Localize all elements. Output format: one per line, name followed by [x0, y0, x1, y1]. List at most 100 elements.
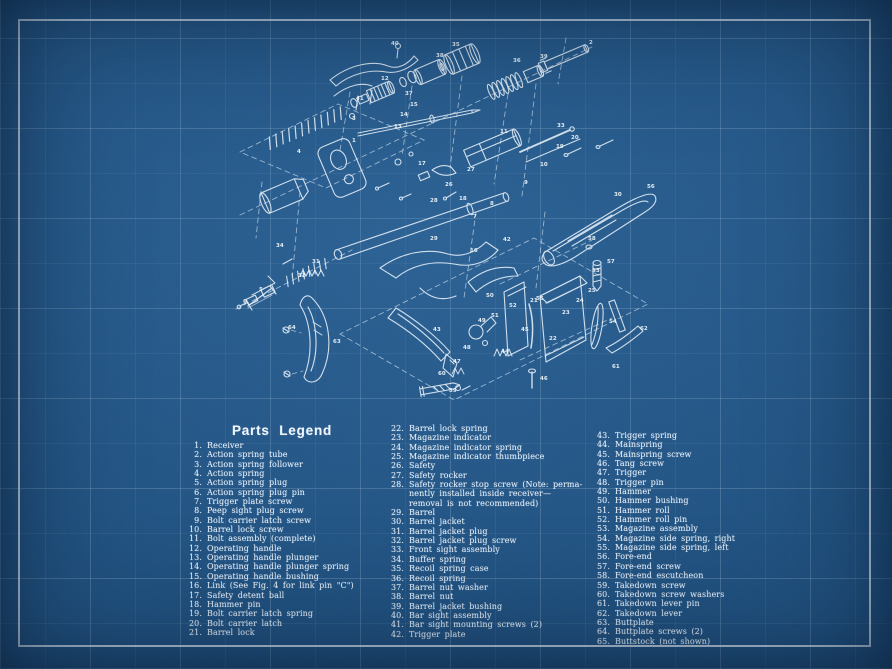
legend-item-label: Hammer pin [207, 599, 261, 609]
legend-item: 45.Mainspring screw [566, 450, 792, 459]
legend-item-label: Takedown lever pin [615, 599, 700, 609]
legend-item: 11. Bolt assembly (complete) [158, 534, 380, 543]
legend-item: 31. Barrel jacket plug [360, 527, 584, 536]
legend-item: 19.Bolt carrier latch spring [158, 609, 380, 618]
legend-item-number: 30. [390, 517, 404, 527]
legend-item-label: Action spring plug [207, 478, 288, 488]
legend-item-number: 35. [390, 564, 404, 574]
legend-item-label: Barrel nut [409, 592, 454, 602]
legend-item-number: 14. [188, 562, 202, 572]
legend-item: 52.Hammer roll pin [566, 515, 792, 524]
legend-item-label: Magazine indicator thumbpiece [409, 452, 545, 462]
legend-item-number: 18. [188, 599, 202, 609]
legend-item-label: Hammer roll pin [615, 515, 688, 525]
legend-item-number: 61. [596, 599, 610, 609]
legend-item: 39.Barrel jacket bushing [360, 602, 584, 611]
legend-item: 61. Takedown lever pin [566, 599, 792, 608]
legend-item-number: 60. [596, 589, 610, 599]
legend-item-label: Buttplate screws (2) [615, 627, 703, 637]
legend-item-label: Trigger pin [615, 477, 664, 487]
legend-item-label: Safety rocker stop screw (Note: perma­ne… [409, 480, 583, 508]
legend-item: 17.Safety detent ball [158, 591, 380, 600]
legend-item: 18. Hammer pin [158, 600, 380, 609]
legend-item-number: 4. [194, 469, 202, 479]
legend-item: 48.Trigger pin [566, 478, 792, 487]
legend-item-label: Receiver [207, 441, 244, 450]
legend-item: 15.Operating handle bushing [158, 572, 380, 581]
legend-item-label: Operating handle plunger spring [207, 562, 350, 572]
legend-item-number: 46. [596, 459, 610, 469]
legend-item-number: 58. [596, 571, 610, 581]
legend-item: 65.Buttstock (not shown) [566, 637, 792, 646]
legend-item-number: 43. [596, 431, 610, 440]
legend-item-number: 56. [596, 552, 610, 562]
legend-item-number: 20. [188, 618, 202, 628]
legend-item-label: Barrel jacket plug [409, 526, 488, 536]
legend-item: 4. Action spring [158, 469, 380, 478]
legend-item-label: Operating handle bushing [207, 571, 319, 581]
legend-item-label: Action spring tube [207, 450, 288, 460]
legend-item: 27.Safety rocker [360, 471, 584, 480]
legend-item: 59.Takedown screw [566, 581, 792, 590]
legend-item: 12.Operating handle [158, 544, 380, 553]
legend-item: 24.Magazine indicator spring [360, 443, 584, 452]
legend-item-label: Buttstock (not shown) [615, 636, 711, 646]
legend-item: 41.Bar sight mounting screws (2) [360, 620, 584, 629]
legend-item-label: Magazine side spring, left [615, 543, 729, 553]
legend-item: 10.Barrel lock screw [158, 525, 380, 534]
legend-item-label: Barrel [409, 508, 436, 518]
legend-item-label: Peep sight plug screw [207, 506, 304, 516]
legend-item-label: Barrel jacket [409, 517, 465, 527]
legend-item: 53.Magazine assembly [566, 524, 792, 533]
legend-item-number: 3. [194, 459, 202, 469]
legend-item: 26.Safety [360, 461, 584, 470]
legend-item: 32. Barrel jacket plug screw [360, 536, 584, 545]
legend-item-number: 53. [596, 524, 610, 534]
legend-item-label: Barrel jacket bushing [409, 601, 503, 611]
legend-item-number: 34. [390, 554, 404, 564]
legend-item: 7.Trigger plate screw [158, 497, 380, 506]
legend-item-number: 59. [596, 580, 610, 590]
legend-item-number: 45. [596, 449, 610, 459]
legend-item: 3.Action spring follower [158, 460, 380, 469]
legend-item: 35.Recoil spring case [360, 564, 584, 573]
legend-item-label: Buttplate [615, 617, 654, 627]
legend-item: 5.Action spring plug [158, 478, 380, 487]
legend-item-number: 37. [390, 582, 404, 592]
legend-item-label: Bar sight mounting screws (2) [409, 620, 543, 630]
legend-item-number: 6. [194, 487, 202, 497]
legend-item: 43. Trigger spring [566, 431, 792, 440]
legend-item-number: 32. [390, 536, 404, 546]
legend-item: 50.Hammer bushing [566, 496, 792, 505]
legend-item-number: 49. [596, 487, 610, 497]
legend-item-number: 10. [188, 525, 202, 535]
legend-item-number: 54. [596, 533, 610, 543]
legend-item: 13.Operating handle plunger [158, 553, 380, 562]
legend-item-number: 40. [390, 610, 404, 620]
legend-item-number: 25. [390, 452, 404, 462]
legend-item-label: Bolt carrier latch spring [207, 609, 314, 619]
legend-item-label: Barrel lock spring [409, 424, 488, 433]
legend-item-label: Tang screw [615, 459, 665, 469]
legend-item-number: 28. [390, 480, 404, 490]
legend-item: 16.Link (See Fig. 4 for link pin "C") [158, 581, 380, 590]
legend-item: 29.Barrel [360, 508, 584, 517]
legend-item: 2.Action spring tube [158, 450, 380, 459]
legend-item: 55.Magazine side spring, left [566, 543, 792, 552]
legend-item-label: Trigger spring [615, 431, 678, 440]
legend-item: 42.Trigger plate [360, 630, 584, 639]
legend-item-number: 11. [188, 534, 202, 544]
legend-item-label: Action spring [207, 469, 265, 479]
legend-item: 44.Mainspring [566, 440, 792, 449]
legend-item-label: Trigger plate screw [207, 497, 293, 507]
legend-item-label: Barrel jacket plug screw [409, 536, 517, 546]
legend-item-label: Bolt assembly (complete) [207, 534, 316, 544]
legend-item: 58.Fore-end escutcheon [566, 571, 792, 580]
legend-item-number: 31. [390, 526, 404, 536]
legend-item: 34.Buffer spring [360, 555, 584, 564]
legend-item-label: Barrel lock [207, 627, 255, 637]
legend-item: 64.Buttplate screws (2) [566, 627, 792, 636]
legend-item-number: 1. [194, 441, 202, 450]
